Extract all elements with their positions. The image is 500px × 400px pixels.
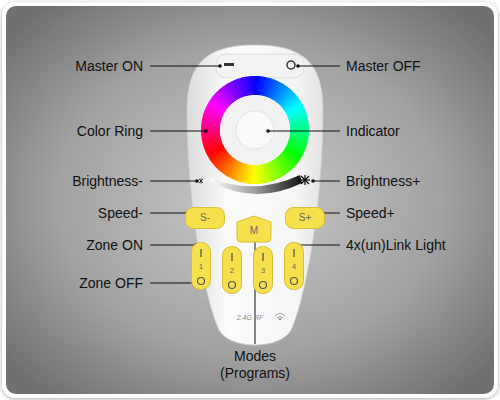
remote-button: 1 bbox=[191, 242, 211, 290]
remote-body bbox=[187, 45, 323, 345]
on-symbol bbox=[231, 253, 232, 261]
background-frame bbox=[4, 4, 496, 396]
button-label: M bbox=[250, 226, 258, 236]
remote-button: S+ bbox=[285, 207, 325, 229]
button-shape bbox=[223, 247, 242, 294]
leader-lines bbox=[150, 66, 340, 344]
button-label: S- bbox=[200, 213, 210, 223]
callout-label: Zone ON bbox=[86, 237, 143, 254]
on-symbol bbox=[200, 249, 201, 257]
callout-label: Brightness- bbox=[72, 173, 143, 190]
button-shape bbox=[192, 243, 211, 290]
brightness-slider bbox=[210, 175, 302, 194]
button-shape bbox=[254, 247, 273, 294]
brightness-low-symbol bbox=[199, 179, 203, 184]
button-label: S+ bbox=[299, 213, 312, 223]
brightness-high-symbol bbox=[300, 175, 310, 185]
indicator-disc bbox=[220, 95, 290, 165]
callout-label: Master OFF bbox=[346, 58, 421, 75]
button-label: 1 bbox=[199, 263, 203, 271]
remote-button: 3 bbox=[253, 246, 273, 294]
callout-label: Modes (Programs) bbox=[210, 348, 300, 382]
on-symbol bbox=[293, 249, 294, 257]
off-symbol bbox=[198, 278, 205, 285]
indicator-center bbox=[236, 111, 274, 149]
callout-label: Zone OFF bbox=[79, 275, 143, 292]
callout-label: Master ON bbox=[75, 58, 143, 75]
remote-button: 4 bbox=[284, 242, 304, 290]
remote-button: M bbox=[236, 215, 272, 243]
master-off-symbol bbox=[287, 61, 295, 69]
ring-segment bbox=[252, 76, 255, 95]
callout-label: Indicator bbox=[346, 123, 400, 140]
button-shape bbox=[186, 208, 225, 229]
rf-symbol bbox=[275, 314, 285, 320]
callout-label: Color Ring bbox=[77, 123, 143, 140]
master-panel bbox=[216, 54, 304, 78]
off-symbol bbox=[291, 278, 298, 285]
callout-label: 4x(un)Link Light bbox=[346, 237, 446, 254]
callout-label: Speed+ bbox=[346, 205, 395, 222]
color-ring bbox=[201, 76, 309, 184]
button-shape bbox=[237, 216, 271, 242]
master-on-symbol bbox=[224, 63, 234, 66]
callout-label: Speed- bbox=[98, 205, 143, 222]
on-symbol bbox=[262, 253, 263, 261]
product-marking: 2.4G RF bbox=[237, 314, 263, 322]
off-symbol bbox=[229, 282, 236, 289]
button-shape bbox=[285, 243, 304, 290]
button-label: 3 bbox=[261, 267, 265, 275]
remote-button: S- bbox=[185, 207, 225, 229]
button-label: 2 bbox=[230, 267, 234, 275]
remote-button: 2 bbox=[222, 246, 242, 294]
callout-label: Brightness+ bbox=[346, 173, 420, 190]
button-shape bbox=[286, 208, 325, 229]
button-label: 4 bbox=[292, 263, 296, 271]
off-symbol bbox=[260, 282, 267, 289]
